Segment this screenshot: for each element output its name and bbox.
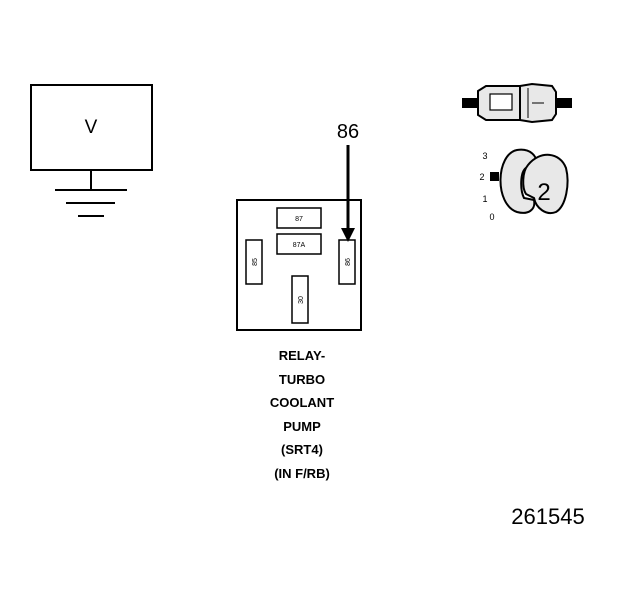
relay-pin-87-label: 87 <box>295 216 303 223</box>
connector-wire-right <box>556 98 572 108</box>
connector-position-view: 3 2 1 0 2 <box>479 148 569 222</box>
relay-caption: RELAY- TURBO COOLANT PUMP (SRT4) (IN F/R… <box>232 344 372 485</box>
connector-side-view <box>462 82 572 124</box>
connector-wire-left <box>462 98 478 108</box>
figure-number: 261545 <box>511 504 585 529</box>
pin-callout: 86 <box>337 121 359 242</box>
relay: 87 87A 85 86 30 <box>236 199 362 331</box>
relay-caption-line-4: PUMP <box>283 418 321 434</box>
position-label-1: 1 <box>482 194 487 204</box>
position-label-2: 2 <box>479 172 484 182</box>
relay-caption-line-6: (IN F/RB) <box>274 465 330 481</box>
position-label-0: 0 <box>489 212 494 222</box>
voltmeter: V <box>30 84 153 217</box>
pin-callout-label: 86 <box>337 121 359 143</box>
relay-pin-85-label: 85 <box>252 258 259 266</box>
position-marker <box>490 172 499 181</box>
relay-pin-87a-label: 87A <box>293 242 306 249</box>
connector-face <box>522 153 569 214</box>
relay-pin-86-label: 86 <box>345 258 352 266</box>
relay-pin-85 <box>245 239 263 285</box>
relay-caption-line-3: COOLANT <box>269 395 335 410</box>
relay-pin-30 <box>291 275 309 324</box>
relay-caption-line-1: RELAY- <box>278 348 326 363</box>
relay-caption-line-5: (SRT4) <box>281 442 323 457</box>
callout-arrow-head <box>341 228 355 242</box>
relay-pin-30-label: 30 <box>298 296 305 304</box>
connector-plug-window <box>489 93 513 111</box>
connector-badge: 2 <box>537 179 550 206</box>
relay-caption-line-2: TURBO <box>278 371 326 387</box>
voltmeter-label: V <box>85 117 98 138</box>
voltmeter-box <box>30 84 153 171</box>
position-label-3: 3 <box>482 151 487 161</box>
relay-pin-87a <box>276 233 322 255</box>
relay-pin-87 <box>276 207 322 229</box>
